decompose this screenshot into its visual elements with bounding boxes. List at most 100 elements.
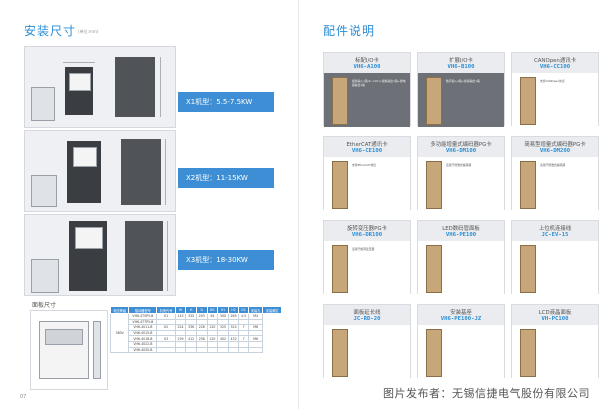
table-cell: X1 bbox=[156, 313, 176, 320]
table-cell bbox=[247, 318, 264, 326]
x3-side-view bbox=[31, 259, 59, 293]
x3-keypad bbox=[75, 227, 103, 249]
card-description: 模拟输入1路(0~10V)+模拟输出1路+继电器输出1路 bbox=[352, 79, 406, 87]
card-image bbox=[418, 241, 504, 295]
col-header: H2 bbox=[227, 306, 240, 314]
table-row: VH6-4022-B bbox=[111, 341, 282, 348]
table-cell bbox=[174, 346, 187, 354]
card-model: VH6-DM100 bbox=[445, 148, 477, 154]
col-header: 安装孔 bbox=[247, 306, 264, 314]
card-title: 扩展I/O卡 bbox=[449, 58, 473, 64]
card-model: VH6-A100 bbox=[353, 64, 381, 70]
x1-drawing bbox=[24, 46, 176, 128]
table-cell bbox=[247, 329, 264, 337]
dim-line bbox=[63, 62, 95, 63]
product-image bbox=[426, 161, 442, 209]
table-cell bbox=[156, 341, 176, 348]
table-cell: M4 bbox=[247, 313, 264, 320]
panel-side bbox=[93, 321, 101, 379]
table-cell bbox=[247, 341, 264, 348]
x2-keypad bbox=[73, 147, 97, 167]
model-tag-x3: X3机型：18-30KW bbox=[178, 250, 274, 270]
card-title: 上位机连接线 bbox=[538, 226, 572, 232]
table-header-row: 电压等级 驱动器型号 机壳代号 W H D W1 H1 H2 D1 安装孔 安装… bbox=[109, 306, 282, 314]
col-header: D bbox=[195, 306, 208, 314]
dim-line bbox=[167, 221, 168, 291]
x2-side-profile bbox=[121, 139, 161, 205]
card-model: VH6-PE100-JZ bbox=[440, 316, 482, 322]
table-cell: X2 bbox=[156, 324, 176, 331]
card-model: JC-EV-15 bbox=[541, 232, 569, 238]
page-number: 07 bbox=[20, 394, 27, 400]
table-cell bbox=[156, 329, 176, 337]
table-row: VH6-4015-B bbox=[111, 329, 282, 337]
table-row: VH6-4T7P5-B bbox=[111, 318, 282, 326]
product-image bbox=[520, 161, 536, 209]
card-model: VH6-B100 bbox=[447, 64, 475, 70]
product-image bbox=[520, 329, 536, 377]
table-cell bbox=[195, 346, 208, 354]
dim-line bbox=[165, 139, 166, 205]
card-description: 支持CANOpen协议 bbox=[540, 79, 565, 83]
card-model: VH6-DR100 bbox=[351, 232, 383, 238]
table-cell: M6 bbox=[247, 324, 264, 331]
card-image bbox=[324, 325, 410, 379]
card-title: CANOpen通讯卡 bbox=[533, 58, 577, 64]
table-cell: VH6-4T7P5-B bbox=[128, 318, 158, 326]
card-description: 适用于旋转变压器 bbox=[352, 247, 375, 251]
table-cell: 4.5 bbox=[238, 313, 249, 320]
card-description: 支持EtherCAT协议 bbox=[352, 163, 377, 167]
install-dimensions-title: 安装尺寸(单位:mm) bbox=[24, 22, 98, 39]
product-image bbox=[332, 329, 348, 377]
table-cell bbox=[238, 341, 249, 348]
x1-side-view bbox=[31, 87, 55, 121]
col-header: H1 bbox=[217, 306, 229, 314]
title-text: 安装尺寸 bbox=[24, 24, 77, 38]
product-image bbox=[332, 245, 348, 293]
card-image: 数字输入4路+模拟输出1路 bbox=[418, 73, 504, 127]
col-header: H bbox=[185, 306, 197, 314]
x2-drawing bbox=[24, 130, 176, 212]
card-model: VH6-PE100 bbox=[445, 232, 477, 238]
accessories-title: 配件说明 bbox=[323, 24, 376, 38]
card-model: VH6-CC100 bbox=[539, 64, 571, 70]
product-image bbox=[520, 245, 536, 293]
card-title: 多功能增量式编码器PG卡 bbox=[430, 142, 492, 148]
panel-drawing bbox=[30, 310, 108, 390]
card-title: LCD液晶面板 bbox=[538, 310, 572, 316]
card-model: VH-PC100 bbox=[541, 316, 569, 322]
voltage-cell: 380V bbox=[109, 312, 130, 354]
table-cell bbox=[238, 329, 249, 337]
card-description: 适用于增量式编码器 bbox=[446, 163, 472, 167]
publisher-footer: 图片发布者：无锡信捷电气股份有限公司 bbox=[383, 387, 590, 400]
table-cell bbox=[217, 346, 229, 354]
card-image bbox=[512, 325, 598, 379]
panel-dimensions-title: 面板尺寸 bbox=[32, 302, 57, 309]
product-image bbox=[332, 161, 348, 209]
col-header: 安装螺钉 bbox=[262, 306, 282, 314]
panel-display bbox=[45, 329, 83, 345]
card-title: 旋转变压器PG卡 bbox=[347, 226, 387, 232]
card-title: 简易型增量式编码器PG卡 bbox=[524, 142, 586, 148]
card-image: 模拟输入1路(0~10V)+模拟输出1路+继电器输出1路 bbox=[324, 73, 410, 127]
table-cell: 7 bbox=[238, 324, 249, 331]
x3-drawing bbox=[24, 214, 176, 296]
x1-side-profile bbox=[115, 57, 155, 117]
card-image: 适用于旋转变压器 bbox=[324, 241, 410, 295]
table-cell bbox=[247, 346, 264, 354]
table-cell: M6 bbox=[247, 335, 264, 342]
